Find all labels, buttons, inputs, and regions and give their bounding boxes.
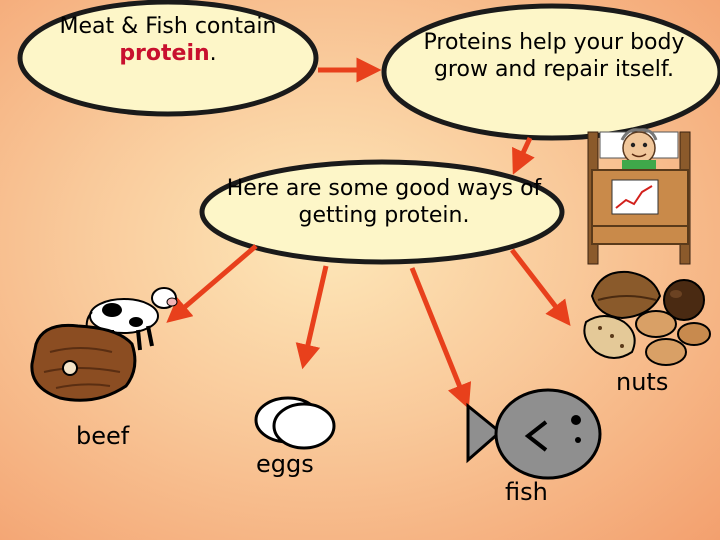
protein-highlight: protein <box>119 40 210 66</box>
arrow-to-fish <box>409 267 472 409</box>
nuts-icon <box>583 270 711 366</box>
bubble-meat-fish <box>17 0 319 117</box>
meat-fish-text: Meat & Fish contain protein. <box>42 14 294 68</box>
label-fish: fish <box>505 478 548 506</box>
good-ways-text: Here are some good ways of getting prote… <box>226 176 542 228</box>
bubble-proteins-help <box>381 3 720 141</box>
proteins-help-text: Proteins help your body grow and repair … <box>423 30 685 82</box>
beef-steak-icon <box>30 323 137 402</box>
connector-arrows <box>166 57 571 409</box>
label-beef: beef <box>76 422 130 450</box>
bubble-good-ways <box>199 159 565 265</box>
label-eggs: eggs <box>256 450 314 478</box>
person-in-bed-icon <box>587 128 691 265</box>
arrow-to-eggs <box>295 265 329 370</box>
arrow-proteins-to-ways <box>512 136 535 175</box>
arrow-to-nuts <box>510 248 571 326</box>
arrow-to-beef <box>166 244 258 323</box>
fish-icon <box>466 388 602 480</box>
meat-fish-text-before: Meat & Fish contain <box>59 14 277 39</box>
eggs-icon <box>254 396 336 450</box>
meat-fish-text-after: . <box>209 40 217 66</box>
label-nuts: nuts <box>616 368 669 396</box>
